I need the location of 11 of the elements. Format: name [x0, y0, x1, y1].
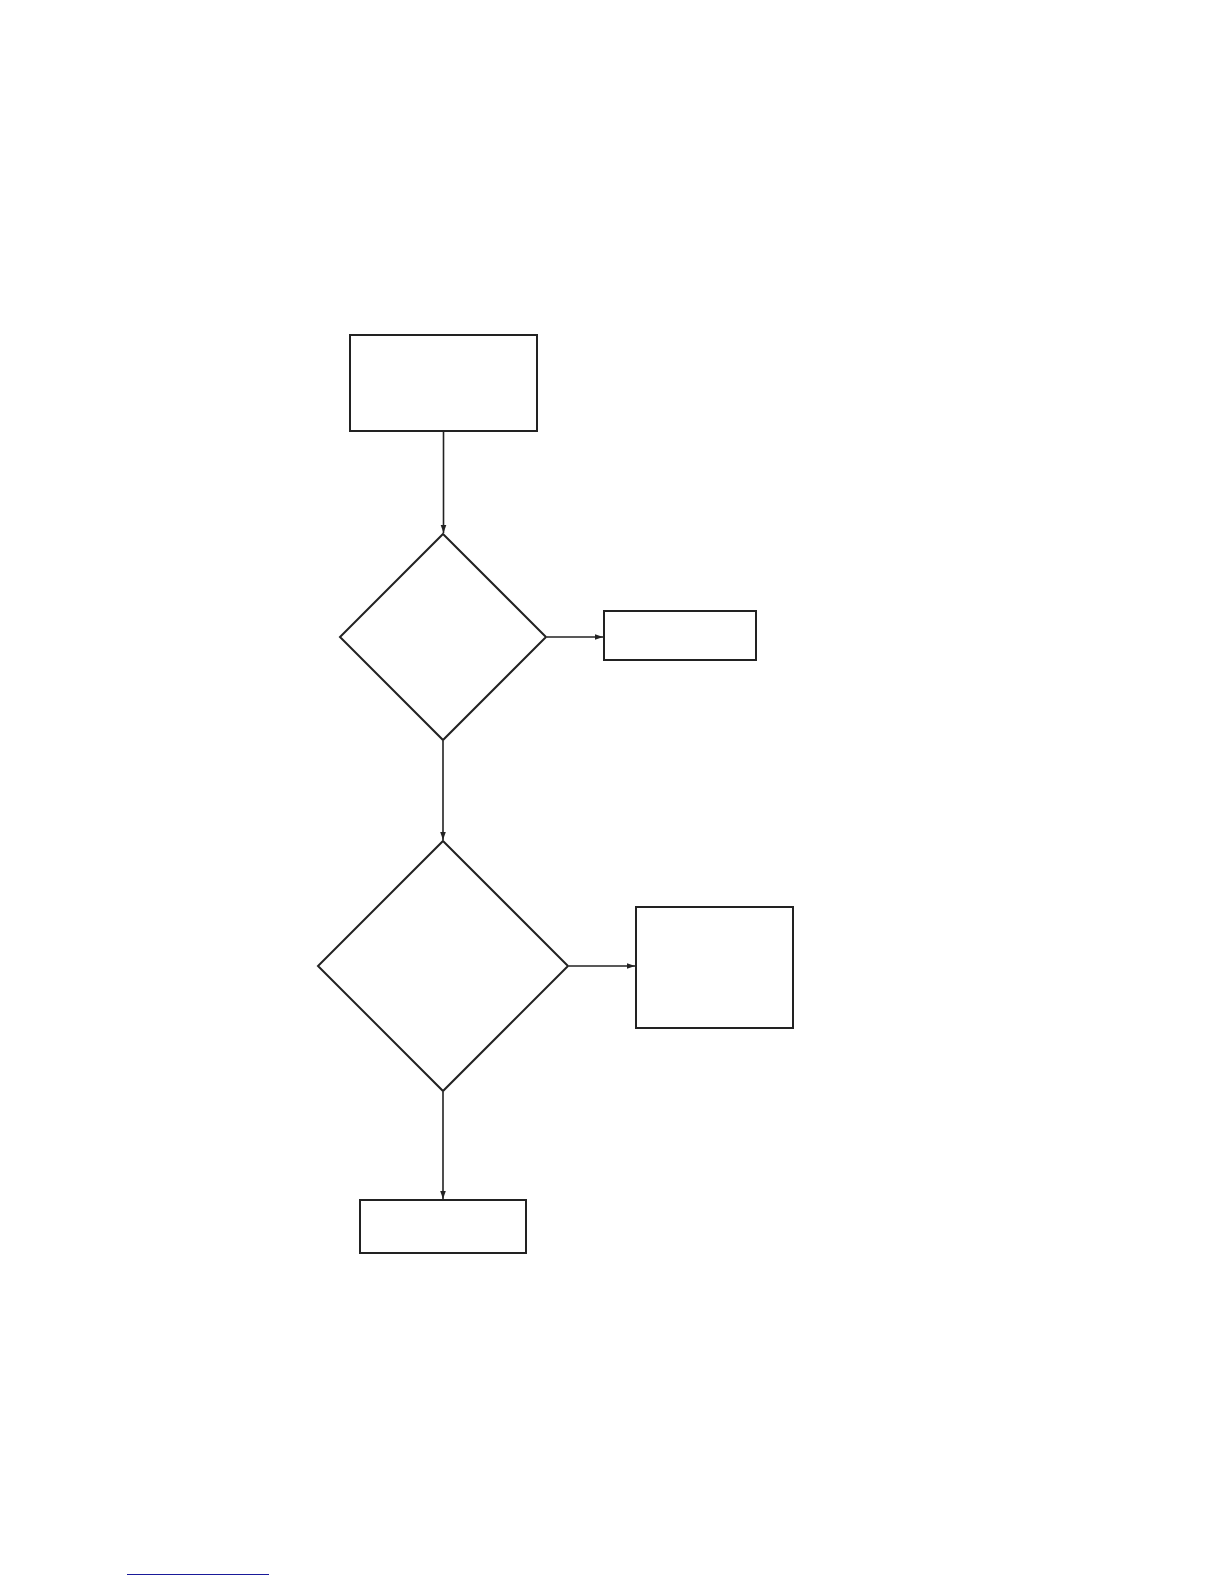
arrow	[440, 1091, 446, 1200]
decision-diamond	[317, 840, 569, 1092]
arrow	[568, 963, 636, 969]
arrow	[440, 740, 446, 841]
process-box	[603, 610, 757, 661]
arrow	[546, 634, 604, 640]
process-box	[359, 1199, 527, 1254]
arrow	[440, 431, 447, 534]
process-box	[635, 906, 794, 1029]
process-box	[349, 334, 538, 432]
decision-diamond	[339, 533, 547, 741]
